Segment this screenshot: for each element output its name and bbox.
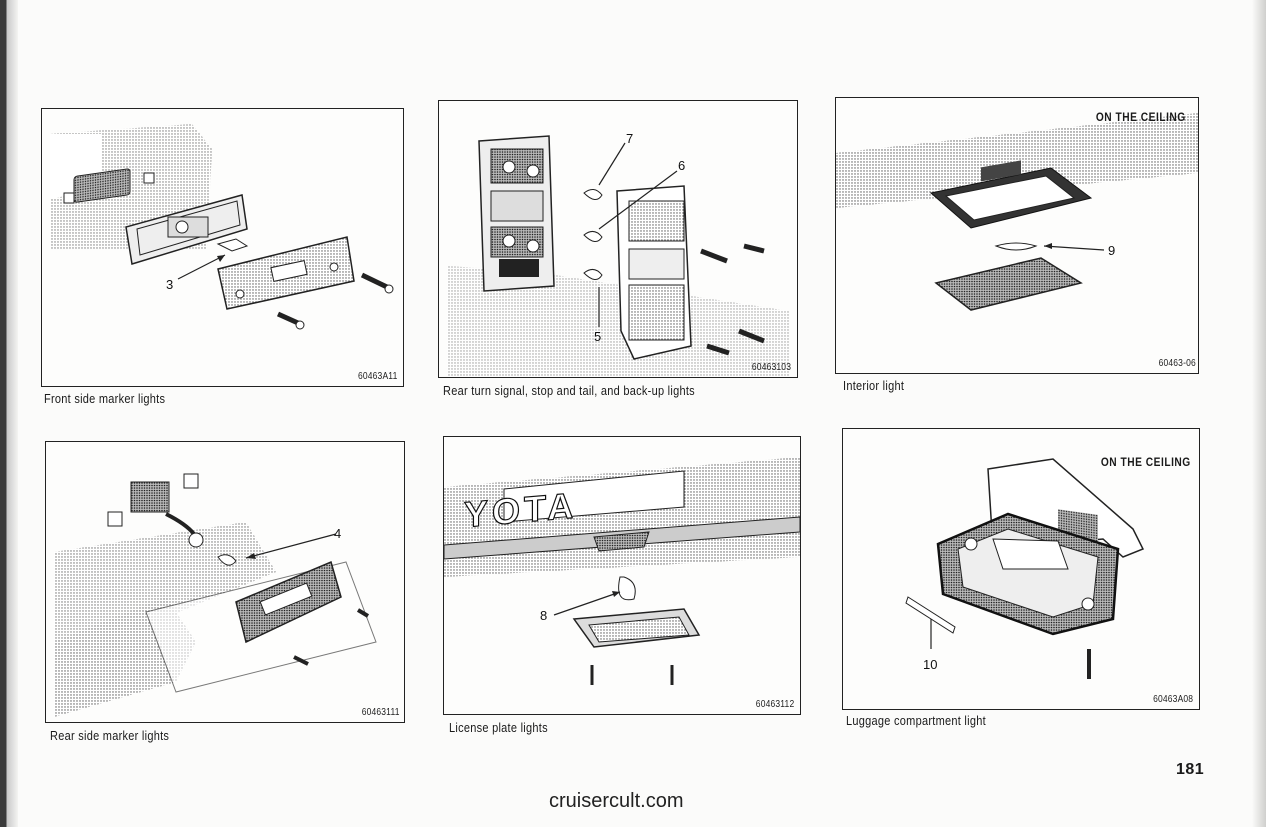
figure-code: 60463A11: [357, 371, 397, 382]
interior-light-illustration: 9: [836, 113, 1198, 311]
note-on-the-ceiling: ON THE CEILING: [1096, 110, 1186, 124]
figure-rear-side-marker: 4 60463111: [45, 441, 405, 723]
callout-3: 3: [166, 277, 173, 292]
figure-code: 60463-06: [1158, 358, 1196, 369]
callout-10: 10: [923, 657, 937, 672]
caption-interior-light: Interior light: [843, 379, 905, 393]
callout-7: 7: [626, 131, 633, 146]
figure-luggage-light: 10 ON THE CEILING 60463A08: [842, 428, 1200, 710]
figure-code: 60463103: [751, 362, 791, 373]
callout-8: 8: [540, 608, 547, 623]
figure-license-plate: YOTA 8 60463112: [443, 436, 801, 715]
watermark: cruisercult.com: [549, 790, 684, 812]
front-marker-illustration: 3: [50, 124, 394, 330]
caption-front-side-marker: Front side marker lights: [44, 392, 166, 406]
caption-license-plate: License plate lights: [449, 721, 548, 735]
figure-front-side-marker: 3 60463A11: [41, 108, 404, 387]
caption-rear-turn-signal: Rear turn signal, stop and tail, and bac…: [443, 384, 695, 398]
figure-code: 60463111: [362, 707, 400, 718]
caption-luggage-light: Luggage compartment light: [846, 714, 986, 728]
figure-code: 60463A08: [1152, 694, 1193, 705]
callout-4: 4: [334, 526, 341, 541]
figure-rear-turn-signal: 7 6 5 60463103: [438, 100, 798, 378]
rear-marker-illustration: 4: [54, 473, 377, 717]
rear-signal-illustration: 7 6 5: [447, 131, 789, 377]
license-plate-illustration: YOTA 8: [444, 457, 800, 685]
callout-5: 5: [594, 329, 601, 344]
callout-6: 6: [678, 158, 685, 173]
luggage-light-illustration: 10: [905, 458, 1145, 679]
page-binding-edge: [0, 0, 18, 827]
figure-interior-light: 9 ON THE CEILING 60463-06: [835, 97, 1199, 374]
callout-9: 9: [1108, 243, 1115, 258]
note-on-the-ceiling: ON THE CEILING: [1101, 455, 1191, 469]
page-number: 181: [1176, 761, 1205, 778]
caption-rear-side-marker: Rear side marker lights: [50, 729, 170, 743]
page-right-edge: [1252, 0, 1266, 827]
figure-code: 60463112: [755, 699, 794, 710]
